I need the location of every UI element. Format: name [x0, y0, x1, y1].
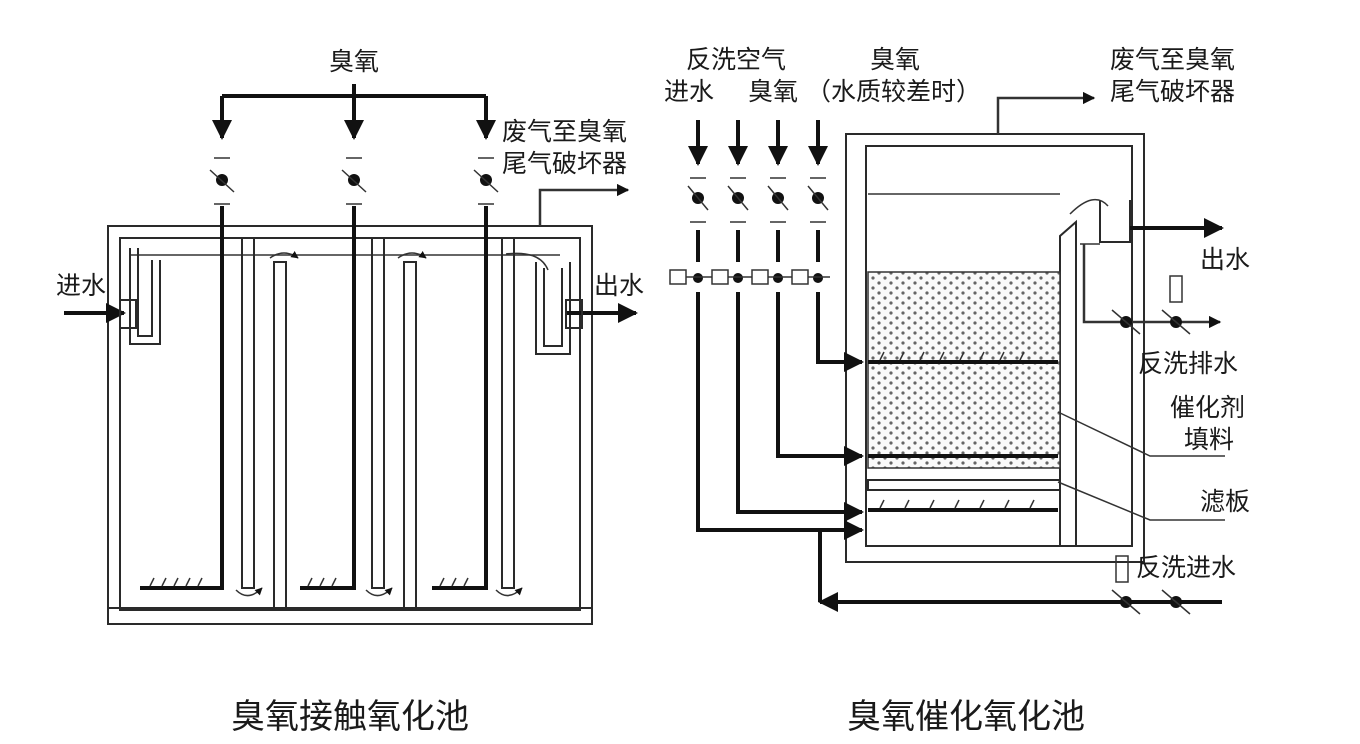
- valve-icon[interactable]: [687, 177, 709, 223]
- catalyst-media-border: [867, 271, 1061, 469]
- filter-plate-label: 滤板: [1200, 487, 1250, 516]
- outlet-weir: [505, 252, 549, 271]
- valve-icon[interactable]: [1161, 275, 1191, 335]
- valve-icon[interactable]: [473, 157, 499, 205]
- tank-inner-wall: [119, 237, 581, 611]
- check-valve-icon[interactable]: [669, 269, 712, 285]
- baffle-hanging-2: [371, 237, 385, 589]
- baffle-hanging-1: [241, 237, 255, 589]
- valve-icon[interactable]: [727, 177, 749, 223]
- exhaust-label-line1: 废气至臭氧: [502, 117, 627, 146]
- exhaust-label-line2: 尾气破坏器: [1110, 77, 1235, 106]
- ozone-poor-water-label: （水质较差时）: [806, 77, 981, 106]
- valve-icon[interactable]: [767, 177, 789, 223]
- baffle-hanging-3: [501, 237, 515, 589]
- filter-plate: [867, 479, 1061, 491]
- backwash-inlet-label: 反洗进水: [1136, 553, 1236, 582]
- ozone-label: 臭氧: [329, 47, 379, 76]
- catalyst-media-bed: [868, 272, 1060, 468]
- backwash-air-label: 反洗空气: [686, 45, 786, 74]
- ozone-label: 臭氧: [748, 77, 798, 106]
- inlet-chamber-inner: [137, 248, 153, 337]
- catalytic-oxidation-tank: 反洗空气 进水 臭氧 臭氧 （水质较差时） 废气至臭氧 尾气破坏器 出水 反洗排…: [664, 45, 1250, 737]
- baffle-standing-1: [273, 261, 287, 611]
- tank-outer-wall: [107, 225, 593, 625]
- catalyst-leader-line: [1057, 411, 1225, 457]
- flow-arrow: [365, 587, 393, 597]
- flow-arrow: [495, 587, 523, 597]
- valve-icon[interactable]: [341, 157, 367, 205]
- tank-base: [107, 607, 593, 625]
- diffuser-pipe-1: [140, 206, 224, 590]
- exhaust-pipe: [996, 91, 1096, 134]
- inlet-label: 进水: [664, 77, 714, 106]
- contact-oxidation-tank: 臭氧 废气至臭氧 尾气破坏器 进水 出水 臭氧接触氧化池: [56, 47, 644, 737]
- outlet-label: 出水: [1200, 245, 1250, 274]
- filter-plate-leader-line: [1057, 481, 1225, 521]
- backwash-air-pipe-run: [736, 292, 864, 522]
- inlet-label: 进水: [56, 271, 106, 300]
- diffuser-pipe-3: [432, 206, 488, 590]
- inlet-water-pipe-run: [696, 292, 864, 540]
- outlet-label: 出水: [594, 271, 644, 300]
- valve-icon[interactable]: [807, 177, 829, 223]
- valve-icon[interactable]: [1111, 589, 1141, 615]
- outlet-valve-block: [565, 299, 583, 329]
- valve-icon[interactable]: [1115, 555, 1191, 615]
- baffle-standing-2: [403, 261, 417, 611]
- diffuser-bubbles: [149, 577, 469, 587]
- overflow-channel-wall: [1059, 219, 1077, 546]
- left-diagram-title: 臭氧接触氧化池: [231, 697, 469, 737]
- diffuser-pipe-2: [300, 206, 356, 590]
- flow-arrow: [397, 251, 427, 259]
- check-valve-icon[interactable]: [711, 269, 752, 285]
- overflow-box: [1099, 200, 1131, 243]
- exhaust-pipe: [538, 183, 630, 226]
- overflow-weir: [1069, 198, 1109, 215]
- outlet-chamber-inner: [543, 268, 563, 347]
- inlet-valve-block: [119, 299, 137, 329]
- inlet-chamber: [129, 248, 161, 345]
- check-valve-icon[interactable]: [751, 269, 792, 285]
- right-diagram-title: 臭氧催化氧化池: [847, 697, 1085, 737]
- check-valve-icon[interactable]: [791, 269, 830, 285]
- ozone-poor-pipe-run: [816, 292, 864, 372]
- flow-arrow: [269, 251, 299, 259]
- ozone-label-2: 臭氧: [870, 45, 920, 74]
- exhaust-label-line2: 尾气破坏器: [502, 149, 627, 178]
- valve-icon[interactable]: [1111, 309, 1141, 335]
- flow-arrow: [235, 587, 263, 597]
- tank-inner-wall: [865, 145, 1133, 547]
- backwash-drain-label: 反洗排水: [1138, 349, 1238, 378]
- outlet-chamber: [535, 262, 571, 355]
- valve-icon[interactable]: [209, 157, 235, 205]
- distributor-bubbles: [879, 351, 1035, 509]
- tank-outer-wall: [845, 133, 1145, 563]
- catalyst-label-line2: 填料: [1184, 425, 1234, 454]
- exhaust-label-line1: 废气至臭氧: [1110, 45, 1235, 74]
- catalyst-label-line1: 催化剂: [1170, 393, 1245, 422]
- ozone-pipe-run: [776, 292, 864, 466]
